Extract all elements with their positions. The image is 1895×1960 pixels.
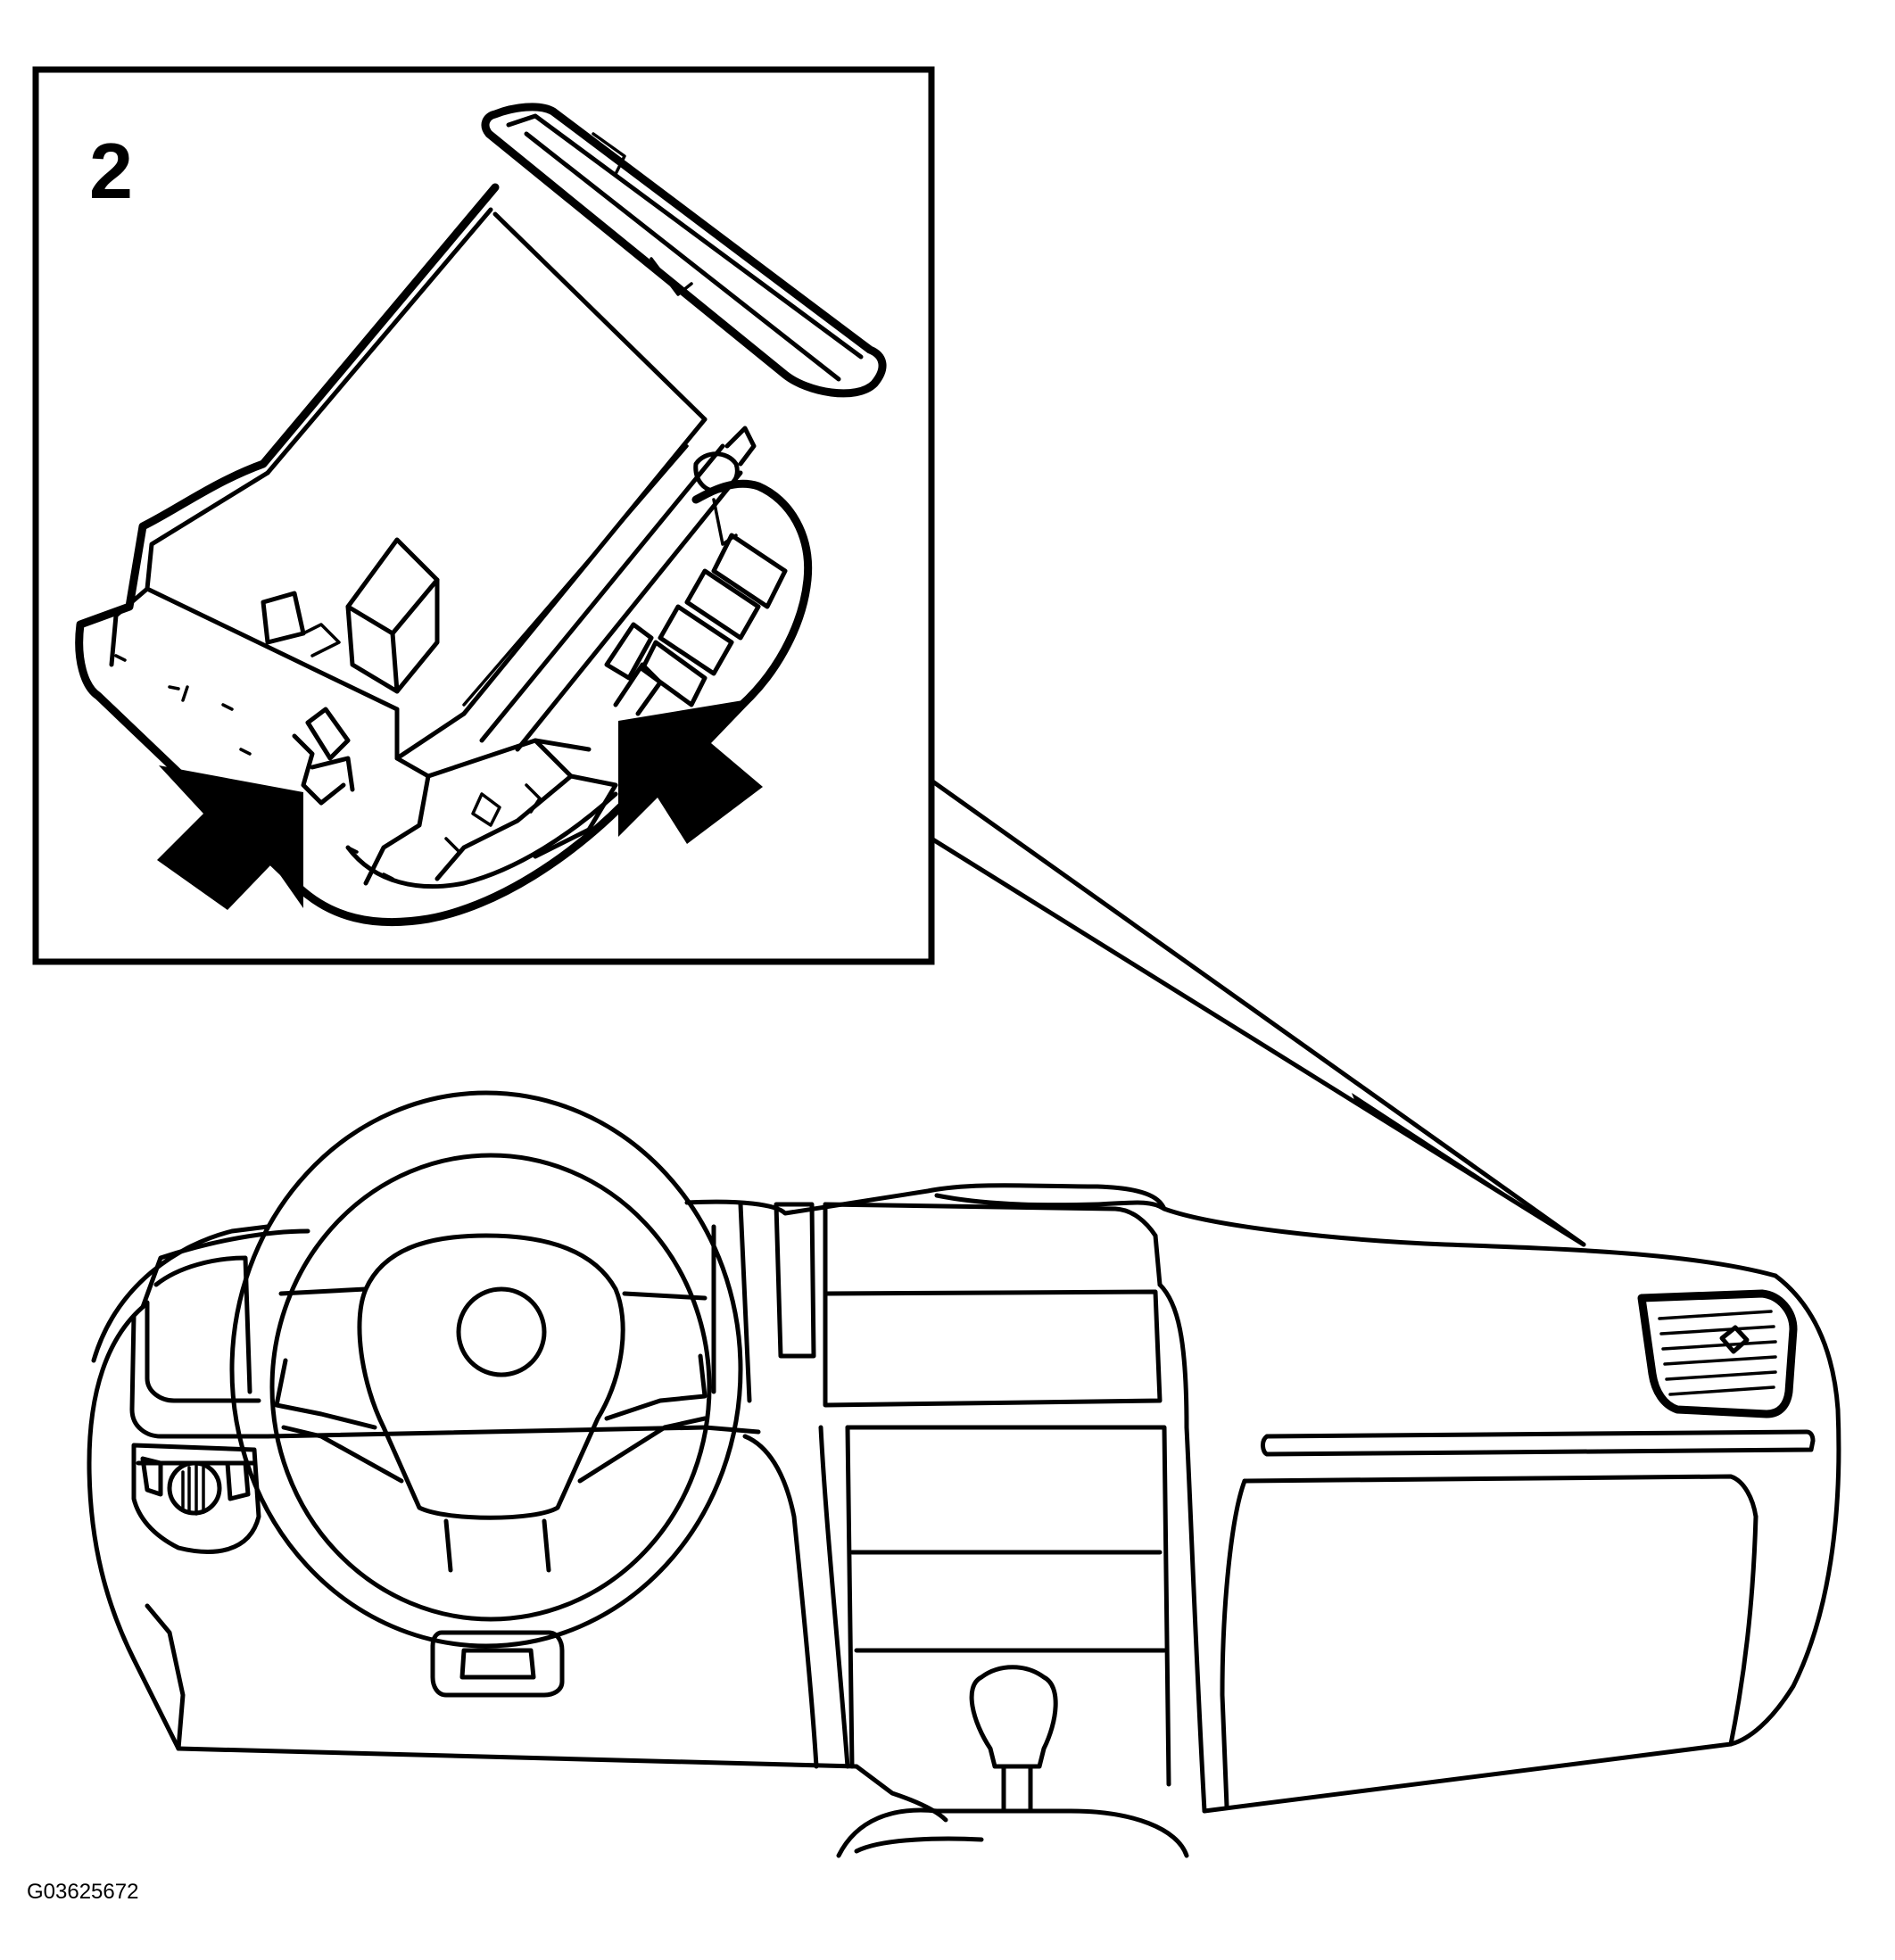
callout-leader xyxy=(929,778,1586,1247)
knee-panel xyxy=(430,1434,819,1769)
steering-wheel xyxy=(229,1090,743,1649)
gear-knob xyxy=(969,1665,1058,1769)
dashboard xyxy=(87,1090,1841,1858)
center-stack xyxy=(774,1202,1207,1858)
release-clip-arrows xyxy=(157,699,763,910)
left-arrow xyxy=(157,765,303,910)
glovebox xyxy=(1220,1429,1816,1809)
right-arrow xyxy=(618,699,763,844)
detail-inset: 2 xyxy=(32,66,935,965)
horn-pad xyxy=(456,1286,547,1377)
air-vent-housing-detail xyxy=(75,103,887,927)
step-number: 2 xyxy=(89,127,133,215)
headlamp-switch xyxy=(131,1443,261,1554)
figure-code: G03625672 xyxy=(27,1880,138,1904)
air-vent-passenger xyxy=(1637,1289,1798,1418)
